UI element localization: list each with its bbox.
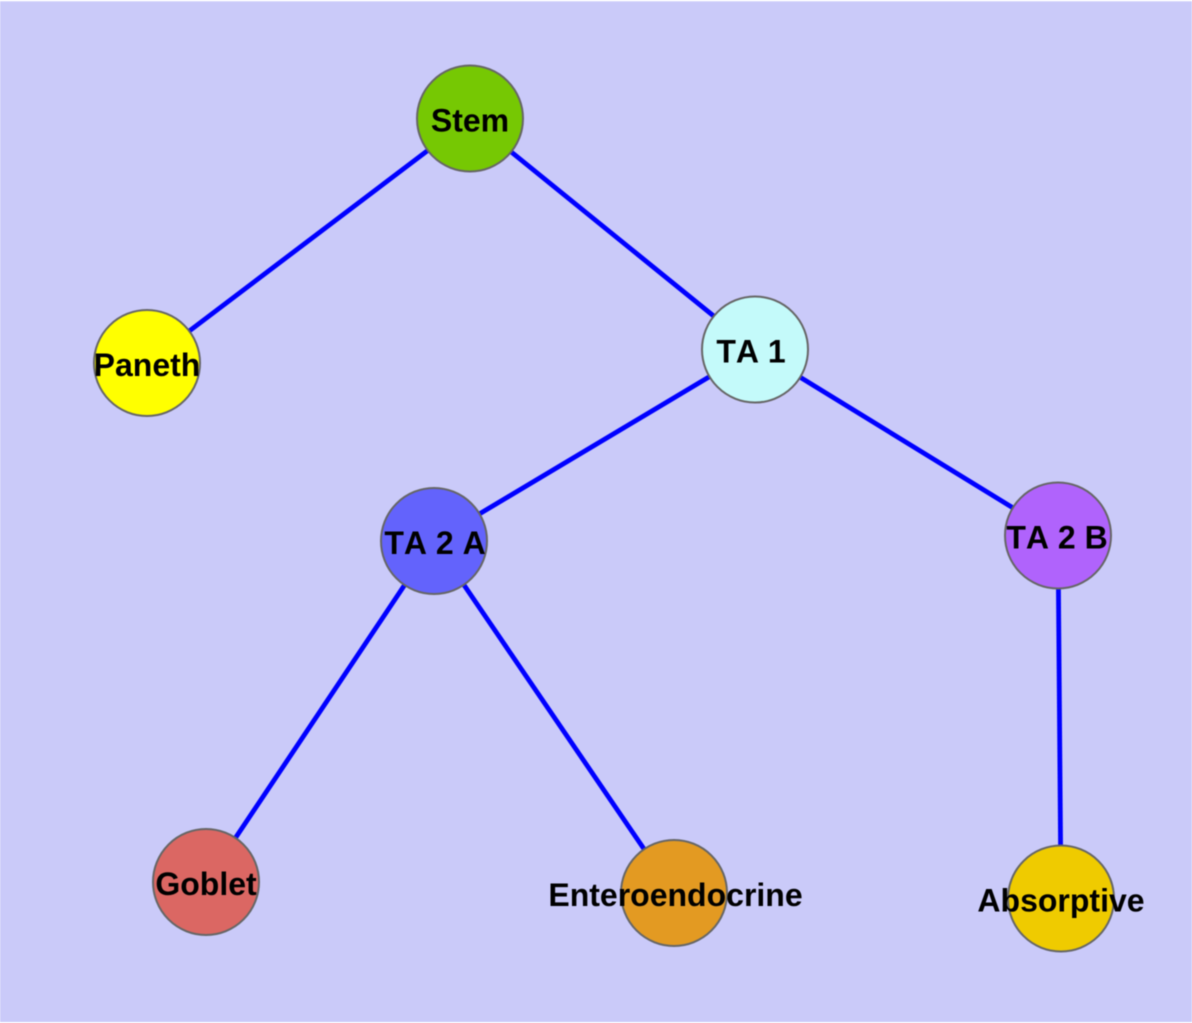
svg-text:TA 2 B: TA 2 B	[1006, 519, 1107, 555]
svg-text:Enteroendocrine: Enteroendocrine	[548, 877, 802, 913]
svg-text:TA 2 A: TA 2 A	[384, 525, 485, 561]
svg-text:Goblet: Goblet	[155, 866, 257, 902]
svg-text:TA 1: TA 1	[716, 333, 785, 369]
svg-text:Paneth: Paneth	[94, 347, 201, 383]
svg-text:Absorptive: Absorptive	[977, 882, 1144, 918]
svg-text:Stem: Stem	[431, 102, 509, 138]
